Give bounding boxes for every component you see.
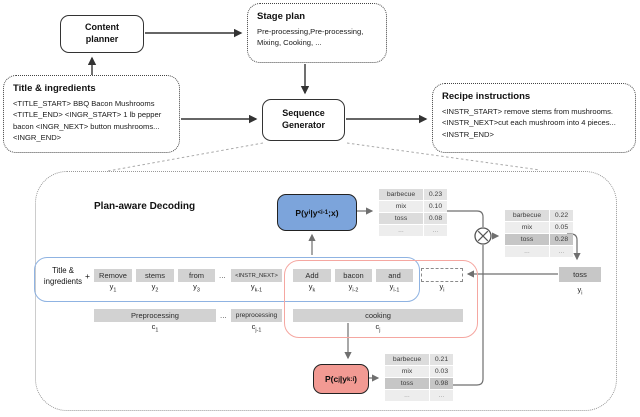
stage-context-group	[284, 260, 478, 338]
var-y1: y1	[109, 282, 117, 294]
content-planner-box: Content planner	[60, 15, 144, 53]
token-add: Add	[293, 269, 331, 282]
title-ingredients-body: <TITLE_START> BBQ Bacon Mushrooms <TITLE…	[13, 99, 162, 143]
var-cj1: cj-1	[251, 322, 262, 334]
token-instr-next: <INSTR_NEXT>	[231, 269, 282, 282]
var-c1: c1	[151, 322, 159, 334]
title-ingredients-title: Title & ingredients	[13, 83, 96, 94]
var-yk1: yk-1	[250, 282, 263, 294]
stage-preprocessing-bar: Preprocessing	[94, 309, 216, 322]
title-ingredients-box: Title & ingredients <TITLE_START> BBQ Ba…	[3, 75, 180, 153]
token-ellipsis: ...	[219, 271, 226, 280]
table-row: ......	[505, 246, 573, 257]
var-yk: yk	[308, 282, 316, 294]
var-yi-placeholder: yi	[439, 282, 445, 294]
recipe-instructions-body: <INSTR_START> remove stems from mushroom…	[442, 107, 616, 139]
table-row: ......	[379, 225, 447, 236]
var-yi-output: yi	[577, 285, 583, 297]
sequence-generator-box: Sequence Generator	[262, 99, 345, 141]
var-y2: y2	[151, 282, 159, 294]
recipe-instructions-box: Recipe instructions <INSTR_START> remove…	[432, 83, 636, 153]
table-row: ......	[385, 390, 453, 401]
stage-cooking-bar: cooking	[293, 309, 463, 322]
plus-sign: +	[85, 271, 90, 281]
stage-ellipsis: ...	[220, 311, 227, 320]
token-from: from	[178, 269, 215, 282]
stage-plan-body: Pre-processing,Pre-processing, Mixing, C…	[257, 27, 364, 48]
decode-input-label: Title & ingredients	[43, 266, 83, 286]
var-yi2: yi-2	[348, 282, 359, 294]
lm-context-group	[34, 257, 420, 302]
var-y3: y3	[193, 282, 200, 294]
next-token-placeholder	[421, 268, 463, 282]
stage-plan-title: Stage plan	[257, 11, 306, 22]
var-yi1: yi-1	[389, 282, 400, 294]
sampled-token-box: toss	[559, 267, 601, 282]
token-and: and	[376, 269, 413, 282]
stage-preprocessing2-bar: preprocessing	[231, 309, 282, 322]
recipe-instructions-title: Recipe instructions	[442, 91, 531, 102]
token-bacon: bacon	[335, 269, 372, 282]
var-cj: cj	[375, 322, 381, 334]
stage-plan-box: Stage plan Pre-processing,Pre-processing…	[247, 3, 387, 63]
plan-aware-decoding-title: Plan-aware Decoding	[94, 201, 196, 212]
token-stems: stems	[136, 269, 174, 282]
token-remove: Remove	[94, 269, 132, 282]
